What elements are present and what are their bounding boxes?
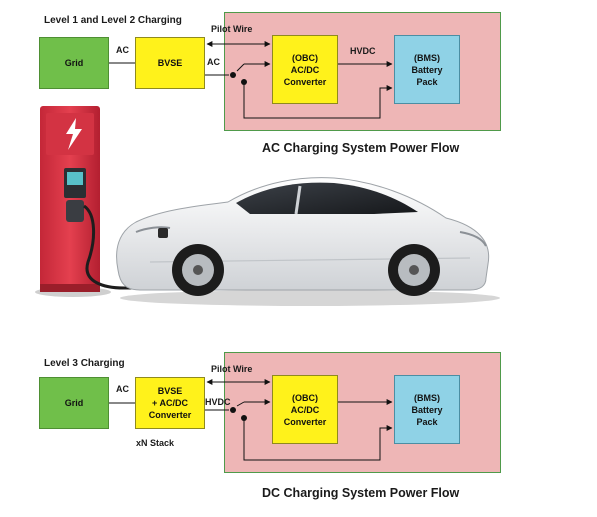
dc-bms-box: (BMS) Battery Pack <box>394 375 460 444</box>
ac-obc-line-3: Converter <box>283 76 327 87</box>
ac-section-heading: Level 1 and Level 2 Charging <box>44 15 182 26</box>
dc-pilot-wire-label: Pilot Wire <box>211 364 253 374</box>
ac-switch-contact-1 <box>230 72 236 78</box>
ac-label-grid-to-bvse: AC <box>116 45 129 55</box>
dc-connectors <box>109 379 393 461</box>
dc-stack-label: xN Stack <box>136 438 175 448</box>
dc-bvse-box: BVSE + AC/DC Converter <box>135 377 205 429</box>
ac-bvse-box: BVSE <box>135 37 205 89</box>
dc-bvse-line-1: BVSE <box>157 386 183 396</box>
dc-label-grid-to-bvse: AC <box>116 384 129 394</box>
dc-obc-box: (OBC) AC/DC Converter <box>272 375 338 444</box>
charging-station-icon <box>35 106 111 297</box>
dc-obc-line-3: Converter <box>283 416 327 427</box>
ac-obc-line-2: AC/DC <box>290 64 320 75</box>
dc-bms-line-2: Battery <box>411 404 443 415</box>
dc-caption: DC Charging System Power Flow <box>262 486 460 500</box>
ac-grid-label: Grid <box>64 58 84 68</box>
ac-bms-line-1: (BMS) <box>414 52 440 63</box>
ac-grid-box: Grid <box>39 37 109 89</box>
dc-hvdc-label: HVDC <box>205 397 231 407</box>
ac-bvse-label: BVSE <box>157 58 183 68</box>
ac-obc-line-1: (OBC) <box>292 52 318 63</box>
ac-caption: AC Charging System Power Flow <box>262 141 460 155</box>
dc-obc-line-2: AC/DC <box>290 404 320 415</box>
ac-bms-line-3: Pack <box>416 76 438 87</box>
ac-obc-box: (OBC) AC/DC Converter <box>272 35 338 104</box>
dc-grid-box: Grid <box>39 377 109 429</box>
ac-switch-contact-2 <box>241 79 247 85</box>
dc-section-heading: Level 3 Charging <box>44 358 125 369</box>
ac-pilot-wire-label: Pilot Wire <box>211 24 253 34</box>
ac-connectors <box>109 41 393 119</box>
dc-switch-contact-1 <box>230 407 236 413</box>
ac-label-bvse-out: AC <box>207 57 220 67</box>
dc-switch-contact-2 <box>241 415 247 421</box>
dc-grid-label: Grid <box>64 398 84 408</box>
ac-bms-line-2: Battery <box>411 64 443 75</box>
electric-car-icon <box>116 177 500 306</box>
ac-bms-box: (BMS) Battery Pack <box>394 35 460 104</box>
dc-bvse-line-2: + AC/DC <box>152 398 188 408</box>
ac-hvdc-label: HVDC <box>350 46 376 56</box>
dc-bvse-line-3: Converter <box>148 410 192 420</box>
dc-obc-line-1: (OBC) <box>292 392 318 403</box>
dc-bms-line-3: Pack <box>416 416 438 427</box>
dc-bms-line-1: (BMS) <box>414 392 440 403</box>
